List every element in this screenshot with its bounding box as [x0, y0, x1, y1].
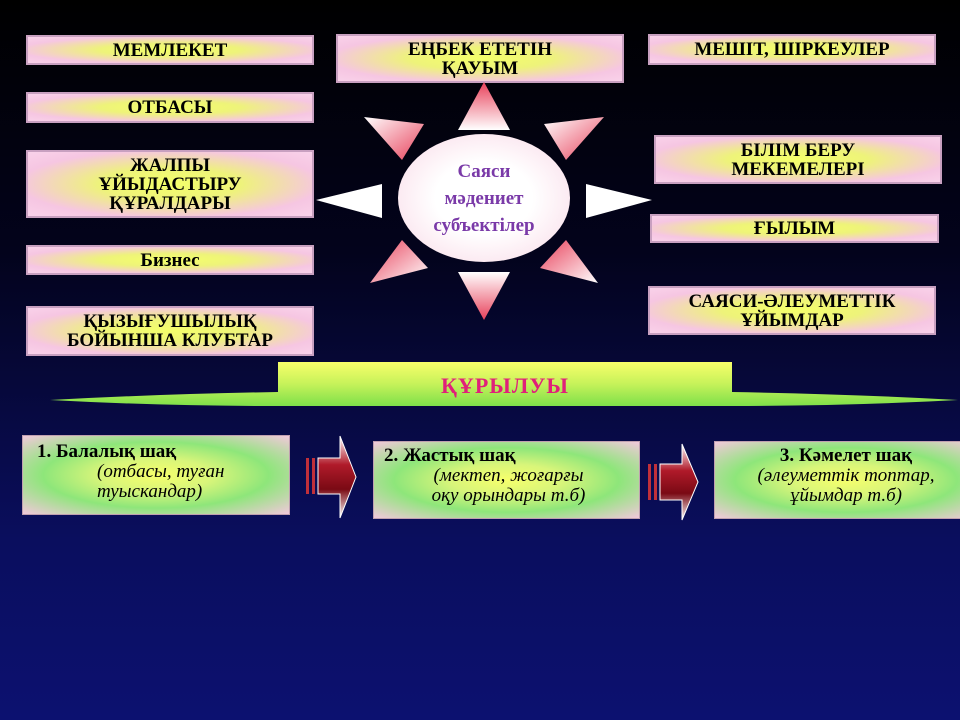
- subject-box-family: ОТБАСЫ: [26, 92, 314, 123]
- ray-right: [586, 184, 652, 218]
- stage-detail: (отбасы, туған туыскандар): [97, 461, 225, 502]
- subject-box-science: ҒЫЛЫМ: [650, 214, 939, 243]
- subject-box-mass-media: ЖАЛПЫ ҰЙЫДАСТЫРУ ҚҰРАЛДАРЫ: [26, 150, 314, 218]
- ray-down-left: [370, 240, 428, 283]
- stage-adulthood: 3. Кәмелет шақ (әлеуметтік топтар, ұйымд…: [714, 441, 960, 519]
- ray-left: [316, 184, 382, 218]
- subject-box-mosques-churches: МЕШІТ, ШІРКЕУЛЕР: [648, 34, 936, 65]
- subject-box-education: БІЛІМ БЕРУ МЕКЕМЕЛЕРІ: [654, 135, 942, 184]
- stage-childhood: 1. Балалық шақ (отбасы, туған туыскандар…: [22, 435, 290, 515]
- subject-box-state: МЕМЛЕКЕТ: [26, 35, 314, 65]
- stage-title: 2. Жастық шақ: [384, 445, 516, 466]
- stage-arrow-1: [306, 435, 357, 519]
- subject-box-interest-clubs: ҚЫЗЫҒУШЫЛЫҚ БОЙЫНША КЛУБТАР: [26, 306, 314, 356]
- ray-down: [458, 272, 510, 320]
- subject-box-workforce: ЕҢБЕК ЕТЕТІН ҚАУЫМ: [336, 34, 624, 83]
- center-label: Саяси мәдениет субъектілер: [433, 160, 535, 236]
- ray-up-left: [364, 117, 424, 160]
- stage-detail: (әлеуметтік топтар, ұйымдар т.б): [757, 465, 935, 506]
- subject-box-sociopolitical: САЯСИ-ӘЛЕУМЕТТІК ҰЙЫМДАР: [648, 286, 936, 335]
- structure-banner-shape: [50, 362, 958, 406]
- stage-youth: 2. Жастық шақ (мектеп, жоғарғы оқу орынд…: [373, 441, 640, 519]
- stage-title: 3. Кәмелет шақ: [779, 445, 913, 466]
- ray-up-right: [544, 117, 604, 160]
- stage-detail: (мектеп, жоғарғы оқу орындары т.б): [431, 465, 586, 506]
- stage-title: 1. Балалық шақ: [37, 441, 177, 462]
- subject-box-business: Бизнес: [26, 245, 314, 275]
- ray-up: [458, 82, 510, 130]
- center-political-culture: Саяси мәдениет субъектілер: [398, 134, 570, 262]
- stage-arrow-2: [648, 443, 699, 521]
- ray-down-right: [540, 240, 598, 283]
- structure-banner-label: ҚҰРЫЛУЫ: [440, 373, 570, 398]
